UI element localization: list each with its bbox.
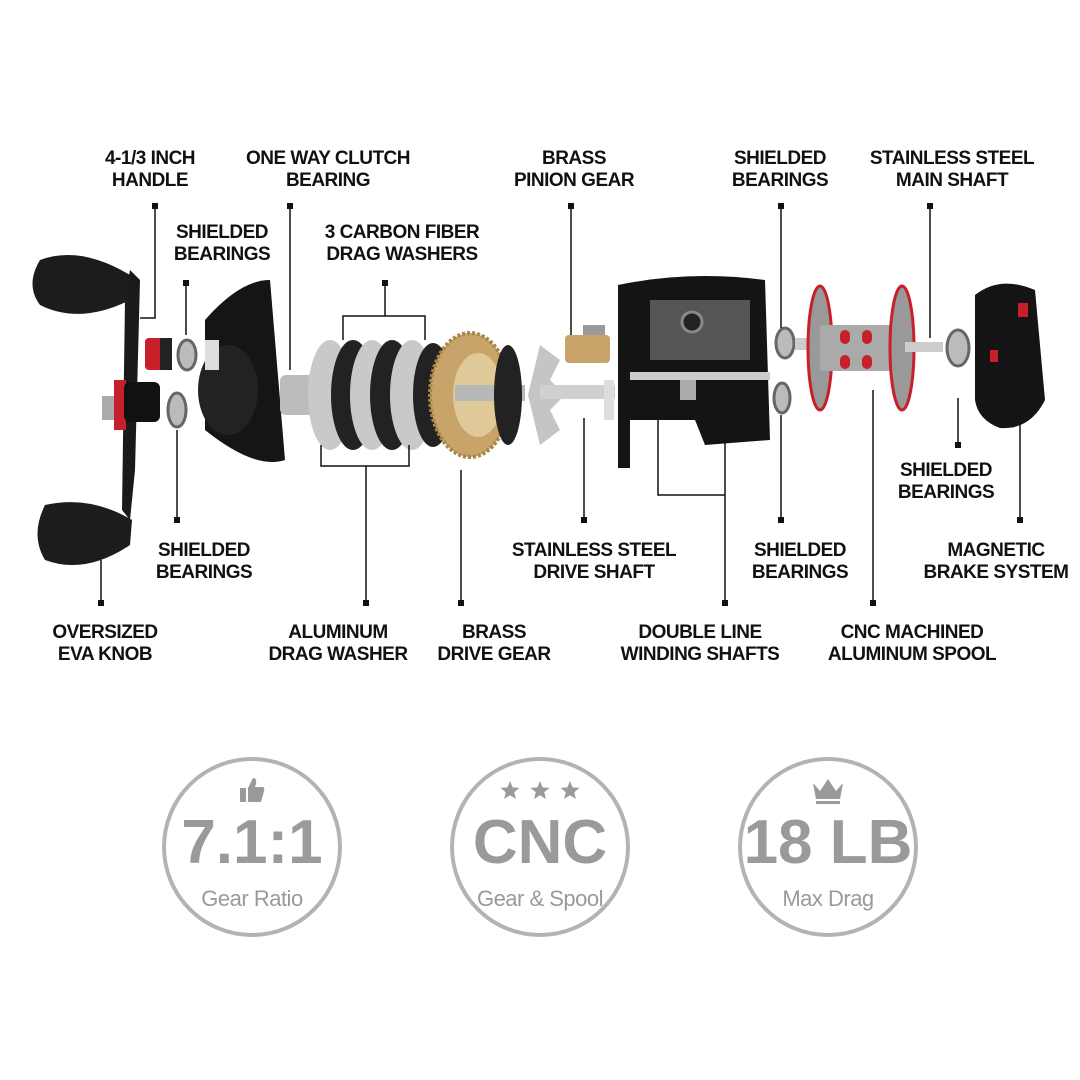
bearings-small-left: [166, 338, 198, 429]
side-plate: [198, 280, 320, 462]
badge-gear-ratio: 7.1:1 Gear Ratio: [162, 757, 342, 937]
label-line: DOUBLE LINE: [638, 622, 762, 643]
badge-cnc: CNC Gear & Spool: [450, 757, 630, 937]
badge-value: 18 LB: [743, 808, 913, 877]
badge-caption: Max Drag: [782, 886, 874, 911]
thumbs-up-icon: [166, 775, 338, 805]
label-line: ONE WAY CLUTCH: [245, 148, 411, 169]
frame: [604, 276, 770, 468]
label-line: SHIELDED: [899, 460, 993, 481]
label-line: MAIN SHAFT: [895, 170, 1009, 191]
eva-knob-top: [32, 255, 130, 314]
right-side-cover: [945, 283, 1045, 429]
label-line: BRASS: [461, 622, 527, 643]
label-line: PINION GEAR: [513, 170, 635, 191]
leader-dots: [98, 203, 1023, 606]
label-line: SHIELDED: [157, 540, 251, 561]
eva-knob-bottom: [37, 502, 132, 565]
brass-drive-gear: [428, 331, 525, 459]
badge-caption: Gear & Spool: [476, 886, 604, 911]
star-drag-and-shaft: [528, 325, 615, 445]
label-line: BEARINGS: [897, 482, 995, 503]
label-line: DRIVE SHAFT: [533, 562, 655, 583]
label-line: BEARINGS: [731, 170, 829, 191]
badge-value: CNC: [472, 808, 608, 877]
label-line: BEARINGS: [751, 562, 849, 583]
badge-caption: Gear Ratio: [201, 886, 303, 911]
label-line: DRIVE GEAR: [437, 644, 551, 665]
label-line: SHIELDED: [753, 540, 847, 561]
label-line: DRAG WASHERS: [326, 244, 478, 265]
label-line: 4-1/3 INCH: [104, 148, 196, 169]
bearings-right-pair: [772, 326, 813, 415]
label-line: SHIELDED: [175, 222, 269, 243]
badge-max-drag: 18 LB Max Drag: [738, 757, 918, 937]
brand-logo-mark: [990, 350, 998, 362]
drag-washers: [308, 340, 453, 450]
label-line: ALUMINUM SPOOL: [827, 644, 997, 665]
crown-icon: [742, 775, 914, 805]
label-line: EVA KNOB: [57, 644, 153, 665]
label-line: BEARINGS: [155, 562, 253, 583]
label-line: WINDING SHAFTS: [620, 644, 780, 665]
label-line: BRASS: [541, 148, 607, 169]
aluminum-spool: [806, 284, 943, 412]
label-line: OVERSIZED: [52, 622, 158, 643]
label-line: CNC MACHINED: [840, 622, 984, 643]
label-line: DRAG WASHER: [268, 644, 408, 665]
label-line: BEARING: [285, 170, 371, 191]
label-line: SHIELDED: [733, 148, 827, 169]
three-stars-icon: [454, 775, 626, 805]
label-line: HANDLE: [111, 170, 189, 191]
label-line: 3 CARBON FIBER: [324, 222, 480, 243]
badge-value: 7.1:1: [181, 808, 323, 877]
label-line: BEARINGS: [173, 244, 271, 265]
label-line: ALUMINUM: [288, 622, 388, 643]
label-line: STAINLESS STEEL: [869, 148, 1035, 169]
leader-lines: [100, 207, 1021, 603]
label-line: MAGNETIC: [947, 540, 1045, 561]
label-line: BRAKE SYSTEM: [923, 562, 1069, 583]
label-line: STAINLESS STEEL: [511, 540, 677, 561]
handle-assembly: [32, 255, 172, 565]
